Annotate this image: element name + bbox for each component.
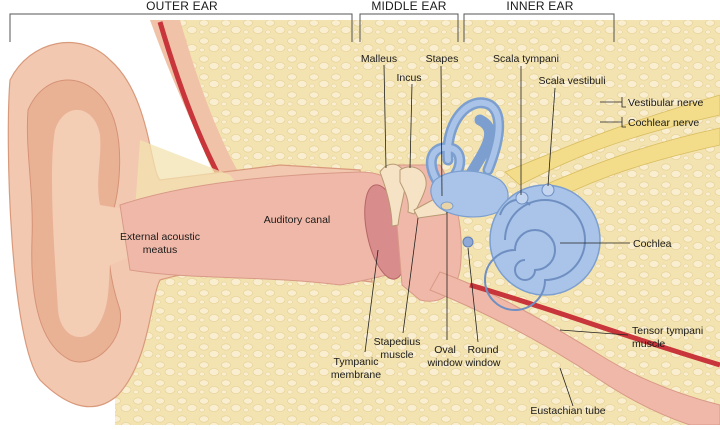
- middle-ear-bracket: [359, 13, 459, 42]
- vestibular-nerve: [504, 94, 720, 186]
- eustachian-tube: [429, 271, 720, 426]
- label-round-window: window: [464, 357, 500, 369]
- round-window: [462, 236, 474, 248]
- bone-lower-block: [115, 265, 560, 425]
- outer-ear-bracket: [9, 13, 353, 42]
- cochlea-spiral: [484, 183, 601, 311]
- label-malleus: Malleus: [361, 53, 397, 65]
- label-round: Round: [468, 344, 499, 356]
- label-tensor-muscle: muscle: [632, 338, 665, 350]
- label-vestibular-nerve: Vestibular nerve: [628, 97, 703, 109]
- label-cochlea: Cochlea: [633, 238, 672, 250]
- label-stapedius-muscle: muscle: [380, 349, 413, 361]
- inner-ear-title: INNER EAR: [506, 0, 573, 13]
- label-meatus: meatus: [143, 244, 177, 256]
- vestibule: [430, 170, 509, 218]
- section-brackets: [9, 13, 615, 42]
- label-tympanic: Tympanic: [334, 356, 379, 368]
- label-stapes: Stapes: [426, 53, 459, 65]
- cochlear-nerve: [519, 127, 720, 211]
- label-eustachian-tube: Eustachian tube: [530, 405, 605, 417]
- label-cochlear-nerve: Cochlear nerve: [628, 117, 699, 129]
- semicircular-canal-lumen: [428, 100, 502, 188]
- inner-ear-bracket: [463, 13, 615, 42]
- scalp-vessel: [157, 21, 223, 180]
- label-tensor-tympani: Tensor tympani: [632, 325, 703, 337]
- auricle-inner: [51, 109, 135, 338]
- label-auditory-canal: Auditory canal: [264, 214, 331, 226]
- label-scala-vestibuli: Scala vestibuli: [538, 75, 605, 87]
- tensor-tympani-muscle: [469, 282, 720, 368]
- label-stapedius: Stapedius: [374, 336, 421, 348]
- oval-window: [440, 201, 454, 211]
- malleus-bone: [379, 163, 406, 227]
- label-oval: Oval: [434, 344, 456, 356]
- label-oval-window: window: [426, 357, 462, 369]
- incus-bone: [399, 166, 427, 215]
- outer-ear-title: OUTER EAR: [146, 0, 218, 13]
- label-tympanic-membrane: membrane: [331, 369, 381, 381]
- leader-lines: [364, 64, 630, 407]
- label-external-acoustic: External acoustic: [120, 231, 200, 243]
- label-scala-tympani: Scala tympani: [493, 53, 559, 65]
- label-incus: Incus: [396, 72, 421, 84]
- middle-ear-title: MIDDLE EAR: [371, 0, 446, 13]
